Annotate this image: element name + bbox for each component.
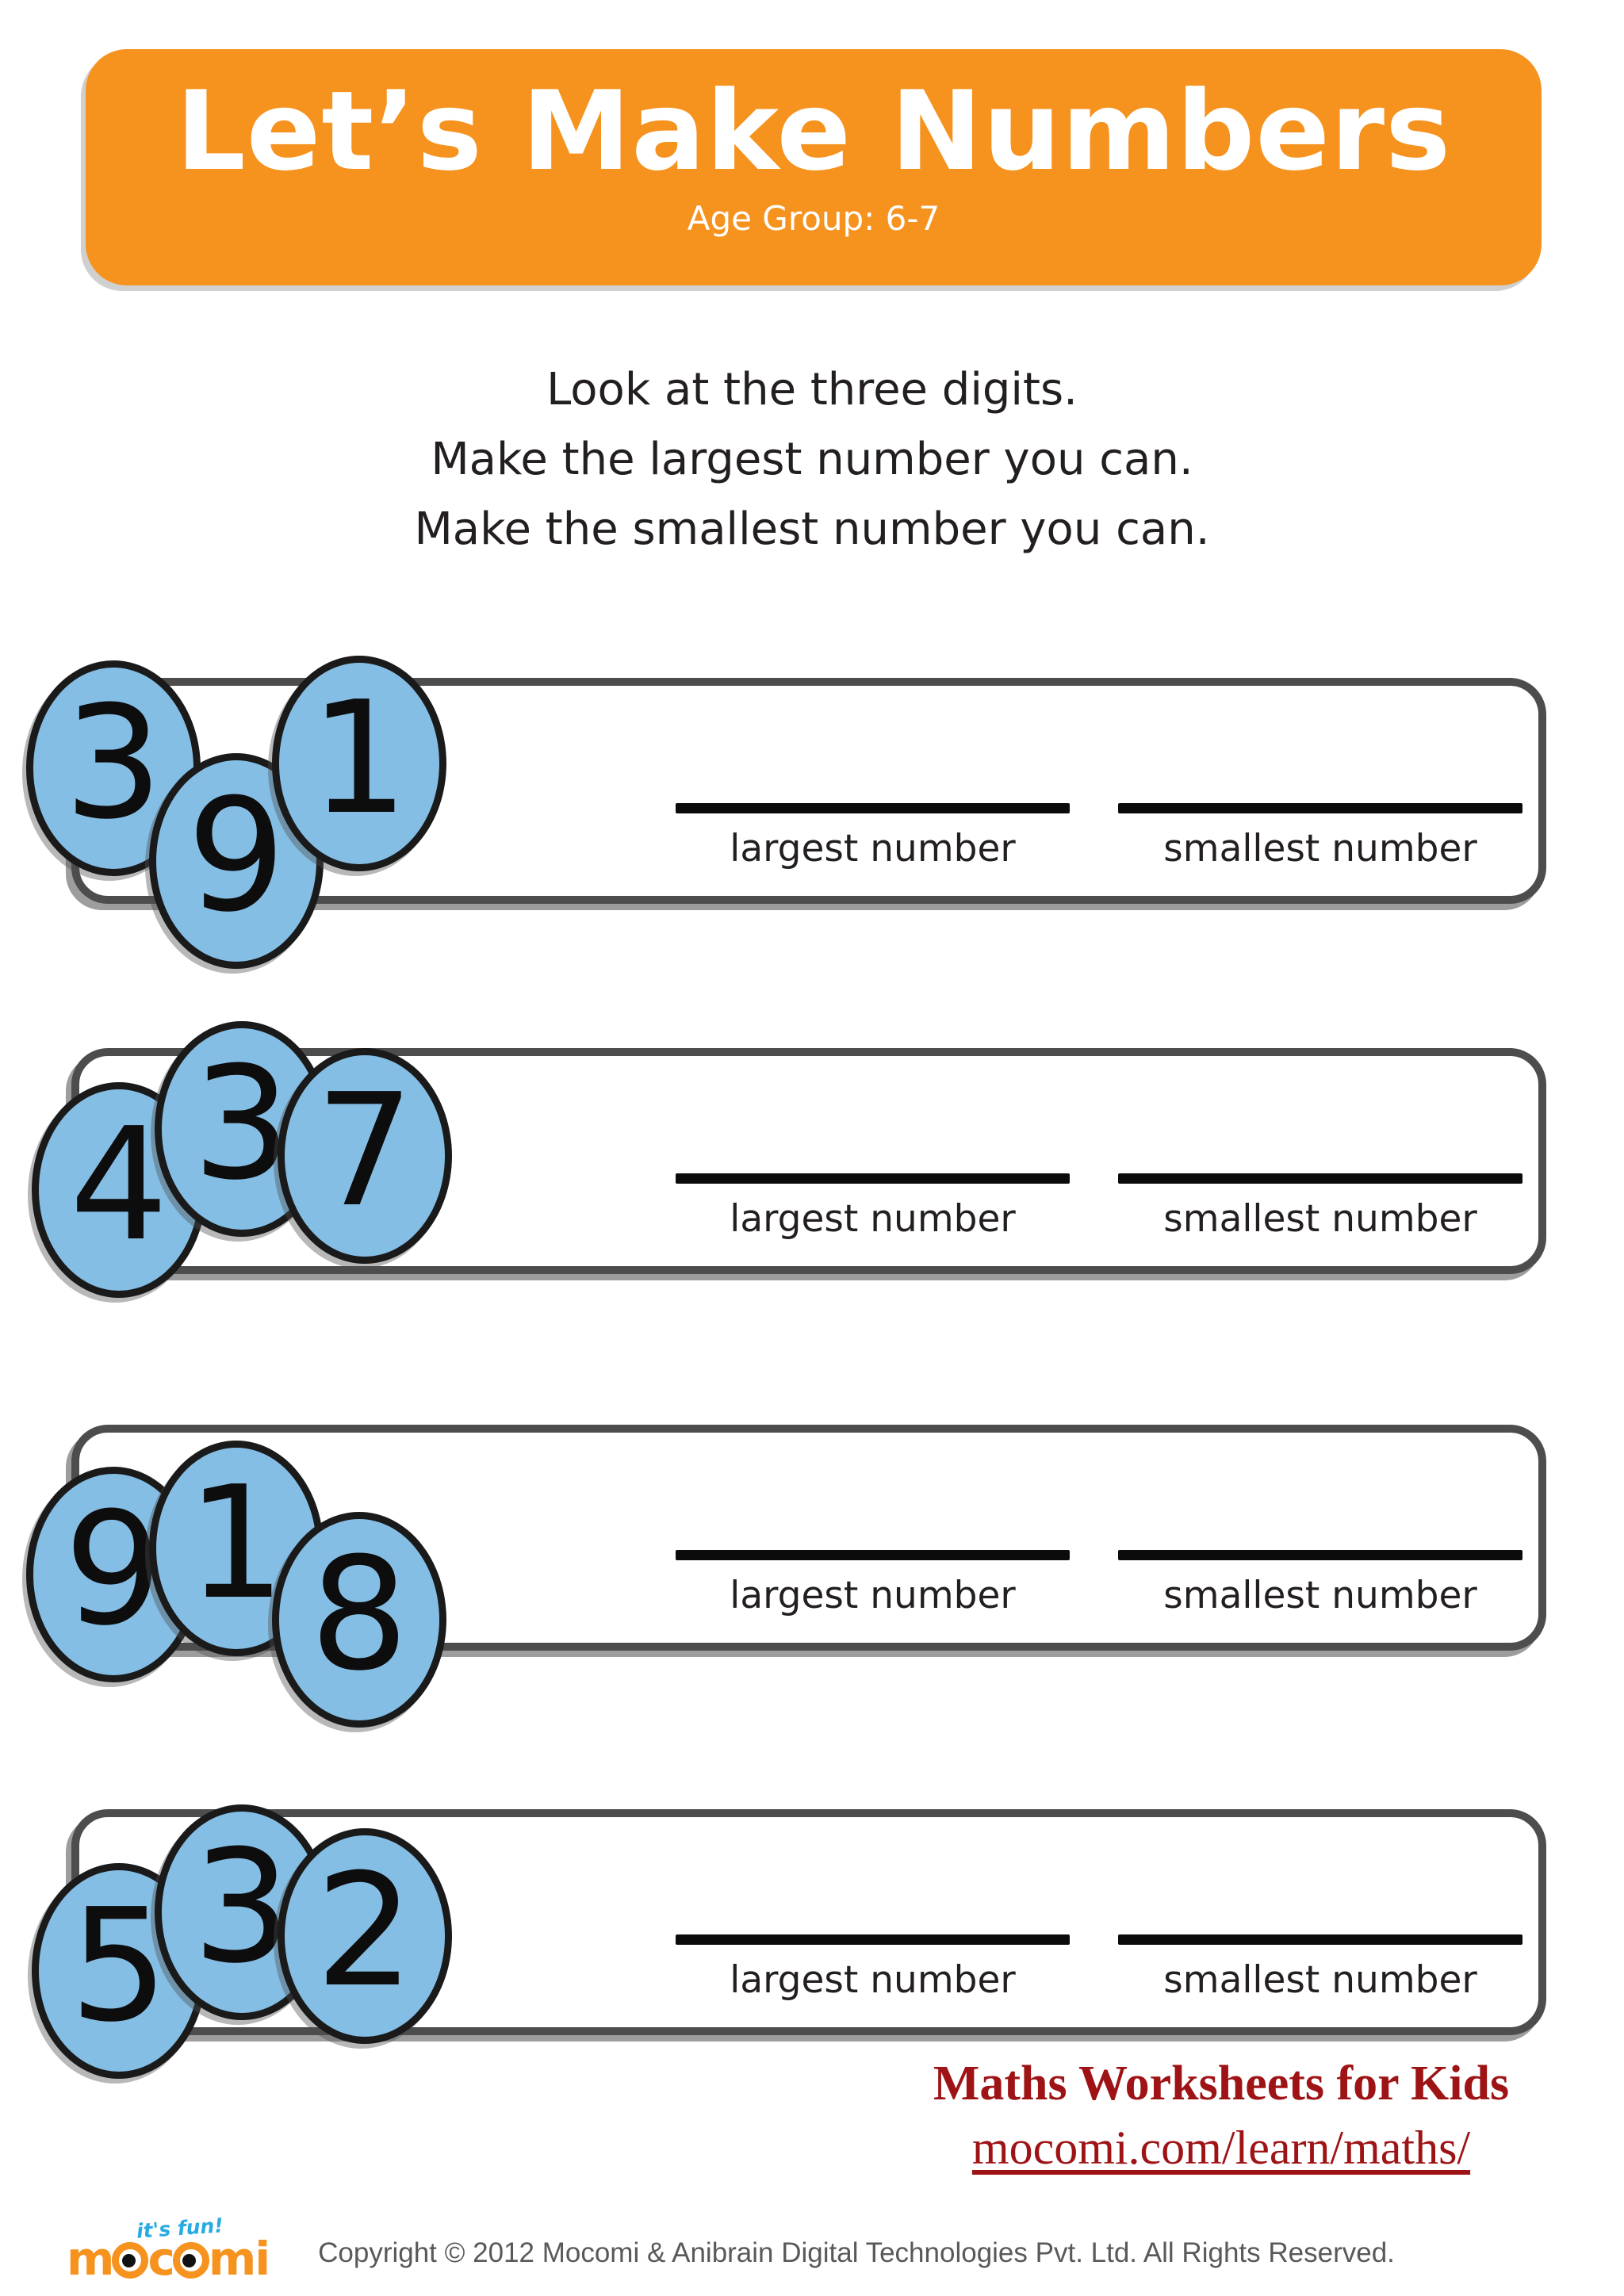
digit: 5	[69, 1876, 169, 2057]
answer-blank-largest[interactable]	[676, 1550, 1070, 1560]
digit-chip: 8	[272, 1512, 446, 1728]
answer-blank-smallest[interactable]	[1118, 1173, 1522, 1184]
logo-eye-icon	[172, 2242, 209, 2279]
answer-blank-smallest[interactable]	[1118, 1550, 1522, 1560]
digit: 3	[63, 673, 163, 854]
label-largest-number: largest number	[730, 1958, 1016, 2002]
digit: 1	[309, 668, 409, 849]
digit-chip: 1	[272, 656, 446, 871]
answer-blank-largest[interactable]	[676, 803, 1070, 813]
digit: 9	[186, 766, 286, 947]
footer-promo: Maths Worksheets for Kids mocomi.com/lea…	[825, 2057, 1618, 2174]
copyright-text: Copyright © 2012 Mocomi & Anibrain Digit…	[318, 2237, 1395, 2268]
label-smallest-number: smallest number	[1163, 1958, 1477, 2002]
answer-blank-largest[interactable]	[676, 1173, 1070, 1184]
logo-letter: c	[147, 2232, 174, 2286]
worksheet-title: Let’s Make Numbers	[175, 67, 1452, 195]
digit: 3	[192, 1034, 292, 1215]
answer-blank-smallest[interactable]	[1118, 803, 1522, 813]
digit: 2	[315, 1841, 415, 2022]
footer-headline: Maths Worksheets for Kids	[933, 2057, 1510, 2110]
label-smallest-number: smallest number	[1163, 827, 1477, 871]
instruction-line-2: Make the largest number you can.	[431, 434, 1193, 485]
header-banner: Let’s Make Numbers Age Group: 6-7	[86, 49, 1542, 285]
logo-letter: i	[255, 2232, 270, 2286]
logo-wordmark: m c m i	[67, 2232, 270, 2286]
digit-chip: 2	[278, 1828, 452, 2044]
digit: 7	[315, 1061, 415, 1242]
logo-letter: m	[208, 2232, 256, 2286]
label-largest-number: largest number	[730, 1197, 1016, 1241]
answer-blank-smallest[interactable]	[1118, 1934, 1522, 1945]
age-group-label: Age Group: 6-7	[687, 198, 940, 238]
digit: 1	[186, 1453, 286, 1634]
digit: 4	[69, 1095, 169, 1276]
label-largest-number: largest number	[730, 827, 1016, 871]
label-smallest-number: smallest number	[1163, 1197, 1477, 1241]
instruction-line-1: Look at the three digits.	[546, 364, 1078, 415]
mocomi-logo: it's fun! m c m i	[67, 2214, 270, 2293]
instruction-line-3: Make the smallest number you can.	[414, 503, 1210, 555]
label-largest-number: largest number	[730, 1574, 1016, 1617]
logo-eye-icon	[112, 2242, 149, 2279]
digit: 8	[309, 1525, 409, 1705]
digit: 9	[63, 1479, 163, 1660]
instructions: Look at the three digits. Make the large…	[0, 355, 1624, 564]
digit: 3	[192, 1817, 292, 1998]
mocomi-maths-link[interactable]: mocomi.com/learn/maths/	[971, 2122, 1471, 2175]
logo-letter: m	[67, 2232, 114, 2286]
label-smallest-number: smallest number	[1163, 1574, 1477, 1617]
digit-chip: 7	[278, 1048, 452, 1264]
digit-chip: 1	[149, 1441, 324, 1656]
answer-blank-largest[interactable]	[676, 1934, 1070, 1945]
